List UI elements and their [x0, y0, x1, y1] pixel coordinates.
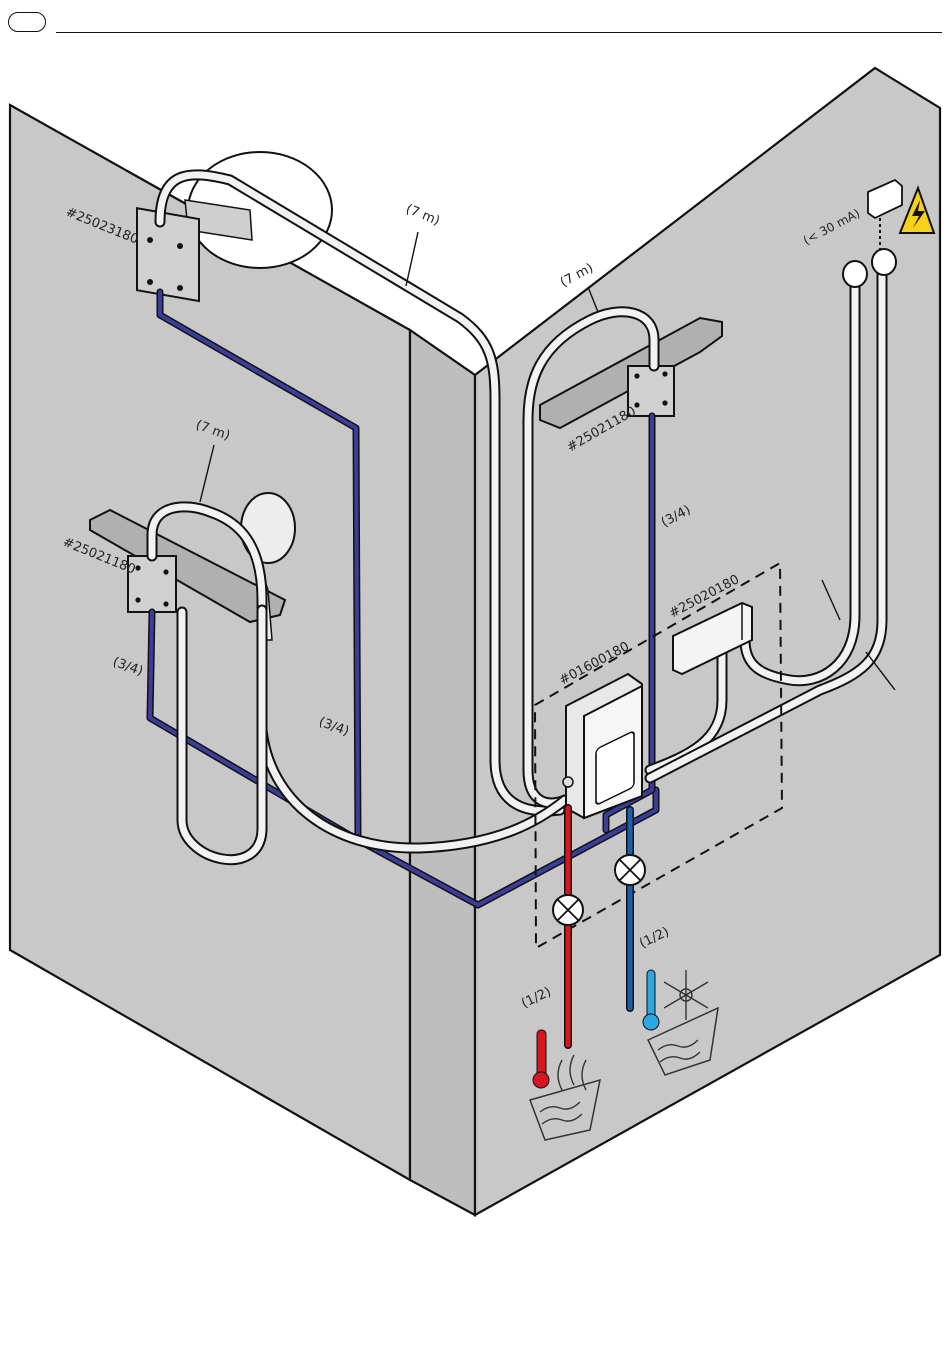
left-bolt	[163, 569, 168, 574]
overhead-bolt	[177, 243, 183, 249]
wall-edge-strip	[410, 330, 475, 1215]
main-box-inlet	[563, 777, 573, 787]
cold-thermometer-tube	[647, 970, 655, 1020]
power-socket-b	[872, 249, 896, 275]
cold-thermometer-bulb	[643, 1014, 659, 1030]
right-bolt	[662, 400, 667, 405]
leader-line	[406, 232, 418, 286]
overhead-bolt	[147, 237, 153, 243]
overhead-bolt	[177, 285, 183, 291]
right-bolt	[662, 371, 667, 376]
cold-valve	[615, 855, 645, 885]
overhead-bolt	[147, 279, 153, 285]
power-socket-a	[843, 261, 867, 287]
thermometer-bulb	[533, 1072, 549, 1088]
left-bolt	[135, 597, 140, 602]
right-bolt	[634, 373, 639, 378]
left-bolt	[163, 601, 168, 606]
right-bolt	[634, 402, 639, 407]
hot-valve	[553, 895, 583, 925]
left-wall	[10, 105, 410, 1180]
overhead-connector-block	[137, 208, 199, 301]
label-hose-top: (7 m)	[404, 202, 442, 229]
